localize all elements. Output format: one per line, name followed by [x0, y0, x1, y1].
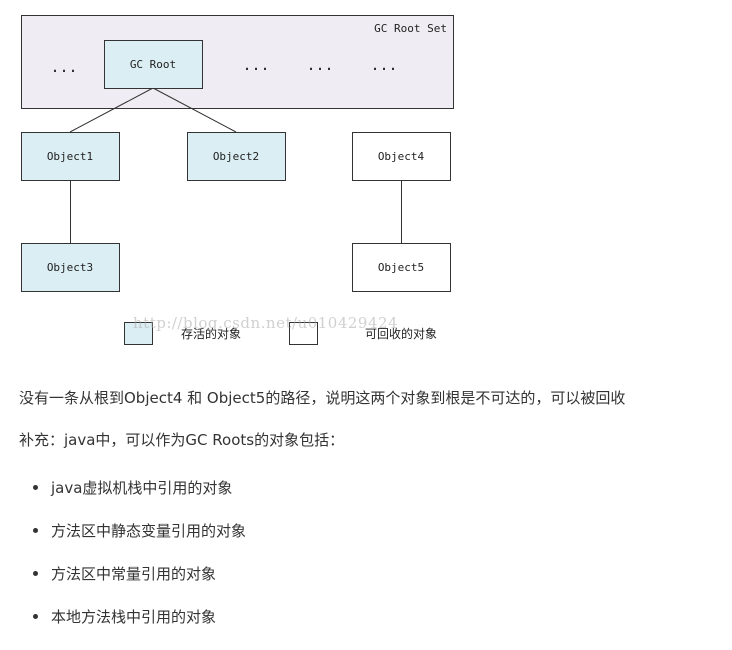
- supplement-text: 补充：java中，可以作为GC Roots的对象包括：: [19, 431, 345, 449]
- legend-alive-swatch: [124, 322, 153, 345]
- bullet-icon: [33, 571, 38, 576]
- conclusion-text: 没有一条从根到Object4 和 Object5的路径，说明这两个对象到根是不可…: [19, 389, 626, 407]
- root-set-ellipsis-3: ...: [306, 56, 333, 74]
- gc-root-node: [104, 40, 203, 89]
- list-item: java虚拟机栈中引用的对象: [20, 478, 246, 498]
- object2-node: [187, 132, 286, 181]
- root-set-ellipsis-4: ...: [370, 56, 397, 74]
- root-set-ellipsis-1: ...: [50, 58, 77, 76]
- object1-label: Object1: [47, 150, 93, 163]
- bullet-icon: [33, 528, 38, 533]
- gc-root-set-box: [21, 15, 454, 109]
- list-item-text: 方法区中静态变量引用的对象: [51, 522, 247, 540]
- gc-root-node-label: GC Root: [130, 58, 176, 71]
- object5-node: [352, 243, 451, 292]
- edge-gcroot-object2: [152, 87, 237, 133]
- list-item-text: java虚拟机栈中引用的对象: [51, 479, 233, 497]
- object2-label: Object2: [213, 150, 259, 163]
- blog-watermark: http://blog.csdn.net/u010429424: [133, 314, 399, 332]
- object3-node: [21, 243, 120, 292]
- gc-reachability-diagram: GC Root Set ... ... ... ... GC Root Obje…: [21, 15, 454, 345]
- object1-node: [21, 132, 120, 181]
- edge-gcroot-object1: [69, 87, 154, 133]
- bullet-icon: [33, 614, 38, 619]
- gc-roots-list: java虚拟机栈中引用的对象 方法区中静态变量引用的对象 方法区中常量引用的对象…: [20, 478, 246, 650]
- legend-collectable-swatch: [289, 322, 318, 345]
- legend-alive-label: 存活的对象: [181, 326, 241, 341]
- list-item: 本地方法栈中引用的对象: [20, 607, 246, 627]
- object3-label: Object3: [47, 261, 93, 274]
- list-item-text: 方法区中常量引用的对象: [51, 565, 217, 583]
- list-item-text: 本地方法栈中引用的对象: [51, 608, 217, 626]
- root-set-ellipsis-2: ...: [242, 56, 269, 74]
- object5-label: Object5: [378, 261, 424, 274]
- list-item: 方法区中静态变量引用的对象: [20, 521, 246, 541]
- object4-node: [352, 132, 451, 181]
- gc-root-set-label: GC Root Set: [374, 22, 447, 35]
- list-item: 方法区中常量引用的对象: [20, 564, 246, 584]
- object4-label: Object4: [378, 150, 425, 163]
- bullet-icon: [33, 485, 38, 490]
- legend-collectable-label: 可回收的对象: [365, 326, 437, 341]
